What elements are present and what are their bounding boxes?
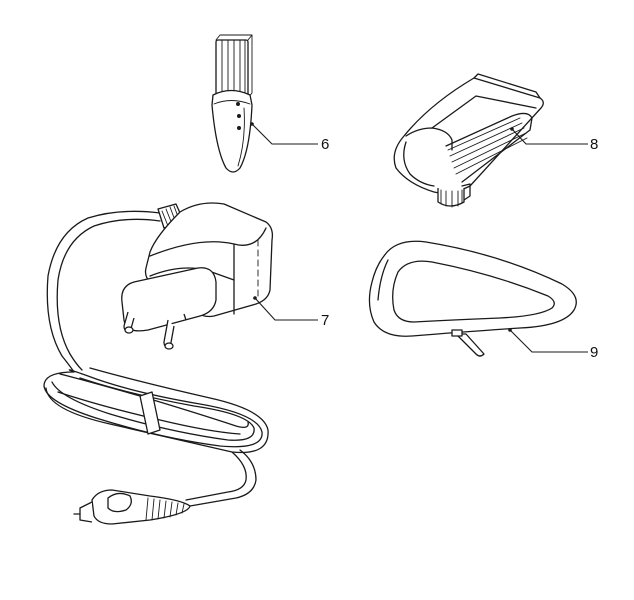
power-adapter-icon xyxy=(46,202,274,373)
callout-label-7: 7 xyxy=(321,312,329,329)
leader-line-6 xyxy=(250,122,318,145)
callout-label-6: 6 xyxy=(321,136,329,153)
leader-line-9 xyxy=(508,328,588,353)
cleaning-brush-icon xyxy=(211,34,253,173)
leader-line-7 xyxy=(253,296,318,321)
callout-label-8: 8 xyxy=(590,136,598,153)
callout-label-9: 9 xyxy=(590,344,598,361)
trimmer-attachment-icon xyxy=(393,73,544,208)
protection-cap-icon xyxy=(368,240,577,357)
leader-line-8 xyxy=(510,127,588,145)
coiled-cord-icon xyxy=(43,367,269,525)
